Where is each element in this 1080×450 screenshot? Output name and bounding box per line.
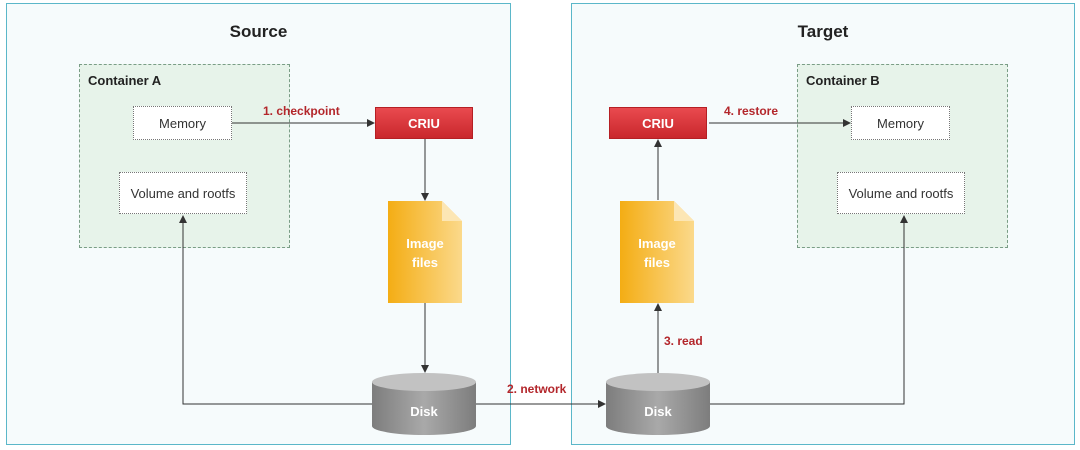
step-read-label: 3. read	[664, 334, 703, 348]
target-disk-label: Disk	[644, 404, 672, 419]
source-criu-box: CRIU	[375, 107, 473, 139]
step-checkpoint-label: 1. checkpoint	[263, 104, 340, 118]
target-image-label: Image files	[620, 234, 694, 272]
source-title: Source	[229, 22, 288, 41]
step-restore-label: 4. restore	[724, 104, 779, 118]
source-image-file-icon	[388, 201, 462, 303]
target-criu-box: CRIU	[609, 107, 707, 139]
source-memory-box: Memory	[133, 106, 232, 140]
target-memory-box: Memory	[851, 106, 950, 140]
target-title: Target	[797, 22, 849, 41]
source-image-line1: Image	[406, 236, 444, 251]
container-a-label: Container A	[88, 73, 162, 88]
source-disk-icon	[372, 373, 476, 435]
target-volume-box: Volume and rootfs	[837, 172, 965, 214]
source-image-line2: files	[411, 255, 438, 270]
source-volume-box: Volume and rootfs	[119, 172, 247, 214]
target-image-line1: Image	[638, 236, 676, 251]
container-b-label: Container B	[806, 73, 880, 88]
source-image-label: Image files	[388, 234, 462, 272]
source-disk-label: Disk	[410, 404, 438, 419]
target-image-line2: files	[643, 255, 670, 270]
target-disk-icon	[606, 373, 710, 435]
target-image-file-icon	[620, 201, 694, 303]
step-network-label: 2. network	[507, 382, 567, 396]
